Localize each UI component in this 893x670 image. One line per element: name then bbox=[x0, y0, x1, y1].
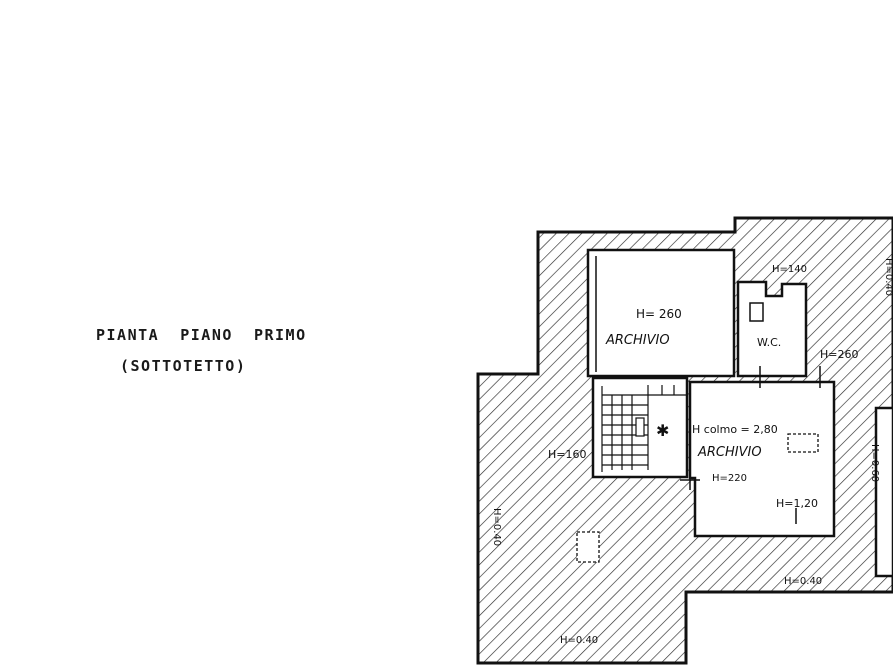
label-h-040-left: H=0.40 bbox=[491, 508, 502, 546]
label-h-260: H=260 bbox=[820, 348, 858, 361]
symbol-asterisk: ✱ bbox=[656, 421, 669, 440]
room-stairwell bbox=[591, 376, 689, 479]
label-archivio-top: ARCHIVIO bbox=[605, 333, 670, 348]
label-h-220: H=220 bbox=[712, 473, 747, 484]
room-archivio-top bbox=[586, 248, 736, 378]
label-h-040-bottom-right: H=0.40 bbox=[784, 576, 822, 587]
label-archivio-top-height: H= 260 bbox=[636, 307, 682, 321]
label-wc: W.C. bbox=[757, 336, 781, 349]
label-archivio-main-ridge: H colmo = 2,80 bbox=[692, 423, 778, 436]
plan-title: PIANTA PIANO PRIMO bbox=[96, 326, 307, 344]
label-h-160: H=160 bbox=[548, 448, 586, 461]
label-h-060-right: H=0.60 bbox=[869, 444, 880, 482]
label-h-140: H=140 bbox=[772, 264, 807, 275]
label-h-040-right-top: H=0.40 bbox=[883, 258, 893, 296]
label-archivio-main: ARCHIVIO bbox=[697, 445, 762, 460]
dimension-ticks bbox=[680, 366, 821, 524]
right-wall-notch bbox=[874, 406, 893, 578]
plan-subtitle: (SOTTOTETTO) bbox=[120, 357, 247, 375]
skylight-left bbox=[576, 531, 600, 563]
label-h-120: H=1,20 bbox=[776, 497, 818, 510]
label-h-040-bottom: H=0.40 bbox=[560, 635, 598, 646]
room-wc bbox=[736, 280, 808, 378]
